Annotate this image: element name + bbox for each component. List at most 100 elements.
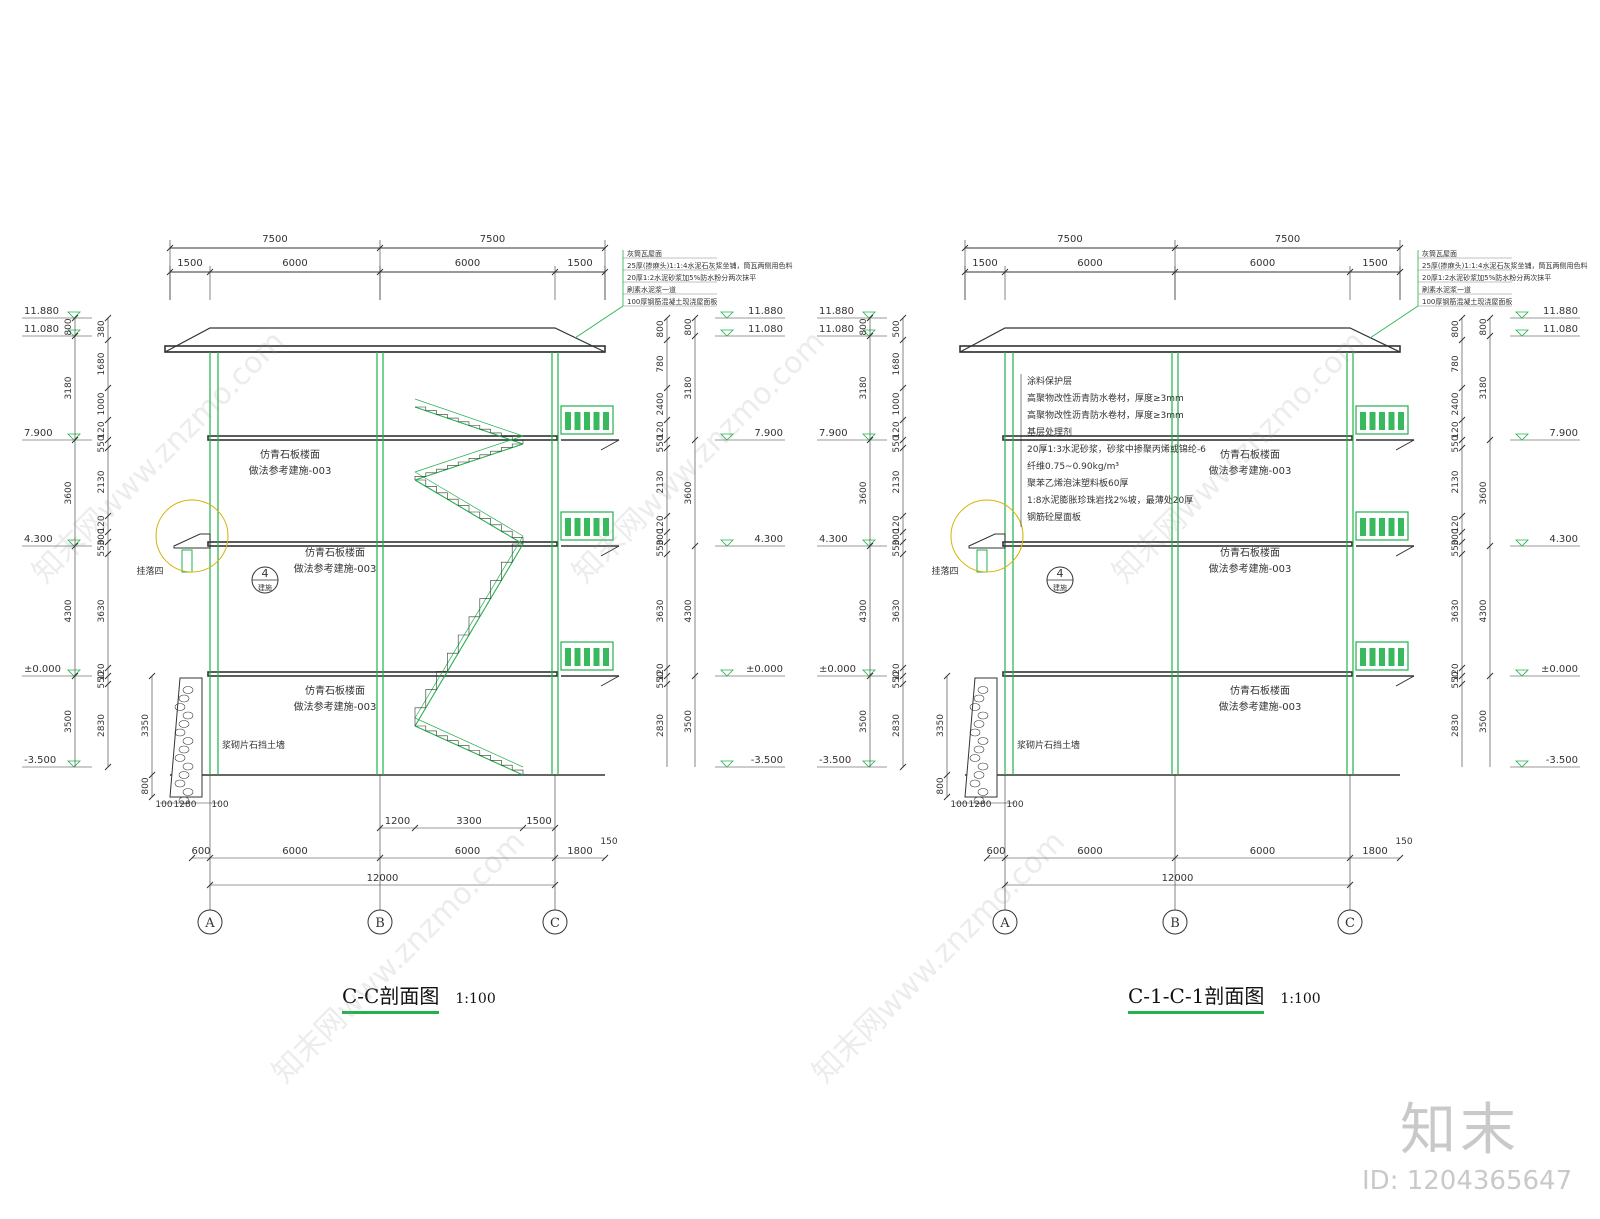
dim-text: 1800 xyxy=(1362,846,1387,857)
dim-tick xyxy=(943,793,951,801)
dim-text: 3350 xyxy=(936,714,946,737)
railing-baluster xyxy=(1379,412,1385,430)
roof-buildup-note: 1:8水泥膨胀珍珠岩找2%坡，最薄处20厚 xyxy=(1027,494,1193,506)
dim-text: 3630 xyxy=(1451,599,1461,622)
dim-tick xyxy=(899,664,907,672)
roof-note: 25厚(掺麻头)1:1:4水泥石灰浆坐铺，筒瓦两侧用色料 xyxy=(1422,261,1587,270)
dim-text: 120 xyxy=(656,421,666,438)
dim-tick xyxy=(411,824,419,832)
dim-text: 3600 xyxy=(1479,481,1489,504)
balcony-railing xyxy=(560,641,614,671)
dim-tick xyxy=(148,793,156,801)
elevation-marker xyxy=(862,329,876,337)
stair-step xyxy=(501,530,513,538)
stair-step xyxy=(469,750,481,756)
dim-text: 120 xyxy=(97,515,107,532)
elevation-label: 4.300 xyxy=(24,534,53,545)
dim-tick xyxy=(1458,664,1466,672)
section-scale: 1:100 xyxy=(1280,991,1321,1007)
dim-text: 7500 xyxy=(262,234,287,245)
elevation-label: -3.500 xyxy=(1546,755,1578,766)
dim-tick xyxy=(1486,436,1494,444)
railing-baluster xyxy=(1398,412,1404,430)
floor-ref: 做法参考建施-003 xyxy=(1209,464,1292,477)
stone-hatch xyxy=(178,720,190,728)
elevation-marker xyxy=(67,433,81,441)
stone-hatch xyxy=(977,788,989,796)
dim-tick xyxy=(691,672,699,680)
stair-step xyxy=(415,479,427,487)
stone-hatch xyxy=(973,745,985,754)
dim-text: 120 xyxy=(656,515,666,532)
stone-hatch xyxy=(969,779,981,788)
elevation-label: -3.500 xyxy=(819,755,851,766)
stair-step xyxy=(490,759,502,766)
elevation-label: 7.900 xyxy=(24,428,53,439)
stair-step xyxy=(511,443,523,448)
stair-step xyxy=(479,454,491,459)
elevation-marker xyxy=(1515,311,1529,319)
dim-tick xyxy=(899,384,907,392)
dim-text: 4300 xyxy=(64,599,74,622)
stair-handrail xyxy=(414,471,524,537)
stair-step xyxy=(479,428,491,433)
dim-text: 500 xyxy=(892,320,902,337)
dim-text: 7500 xyxy=(1057,234,1082,245)
dim-text: 2400 xyxy=(656,392,666,415)
stone-hatch xyxy=(182,788,194,796)
dim-tick xyxy=(1458,336,1466,344)
dim-text: 550 xyxy=(892,671,902,688)
axis-label: B xyxy=(375,916,385,931)
dim-text: 1500 xyxy=(972,258,997,269)
dim-text: 6000 xyxy=(1077,258,1102,269)
leader-line xyxy=(574,305,624,339)
dim-tick xyxy=(691,332,699,340)
floor-ref: 做法参考建施-003 xyxy=(1209,562,1292,575)
roof-buildup-note: 钢筋砼屋面板 xyxy=(1027,511,1081,523)
dim-text: 120 xyxy=(97,663,107,680)
roof-buildup-note: 聚苯乙烯泡沫塑料板60厚 xyxy=(1027,477,1128,489)
dim-text: 800 xyxy=(936,777,946,794)
floor-ref: 做法参考建施-003 xyxy=(249,464,332,477)
dim-text: 550 xyxy=(656,435,666,452)
elevation-label: 4.300 xyxy=(819,534,848,545)
leader-line xyxy=(1369,305,1419,339)
dim-text: 120 xyxy=(1451,515,1461,532)
dim-tick xyxy=(1458,384,1466,392)
floor-label: 仿青石板楼面 xyxy=(305,546,365,559)
roof-buildup-note: 高聚物改性沥青防水卷材，厚度≥3mm xyxy=(1027,409,1184,421)
balcony-bracket xyxy=(1395,545,1415,557)
stair-step xyxy=(425,486,437,493)
railing-baluster xyxy=(593,412,600,430)
stair-step xyxy=(458,421,470,426)
dim-text: 120 xyxy=(892,421,902,438)
stair-step xyxy=(501,447,513,452)
dim-tick xyxy=(943,672,951,680)
railing-baluster xyxy=(574,648,581,666)
dim-text: 150 xyxy=(1395,837,1412,847)
axis-bubble xyxy=(992,909,1018,935)
stair-step xyxy=(512,439,524,444)
dim-tick xyxy=(899,512,907,520)
elevation-label: ±0.000 xyxy=(819,664,856,675)
dim-text: 120 xyxy=(656,663,666,680)
dim-text: 550 xyxy=(97,539,107,556)
dim-text: 120 xyxy=(1451,421,1461,438)
floor-ref: 做法参考建施-003 xyxy=(1219,700,1302,713)
dim-text: 800 xyxy=(141,777,151,794)
railing-baluster xyxy=(1369,412,1376,430)
watermark-logo: 知末 xyxy=(1400,1098,1520,1163)
dim-text: 1680 xyxy=(97,352,107,375)
elevation-label: 7.900 xyxy=(819,428,848,439)
stone-hatch xyxy=(182,711,194,720)
dim-tick xyxy=(663,436,671,444)
dim-tick xyxy=(866,672,874,680)
dim-tick xyxy=(663,672,671,680)
dim-tick xyxy=(663,680,671,688)
roof-note: 100厚钢筋混凝土现浇屋面板 xyxy=(627,297,717,306)
dim-text: 2830 xyxy=(892,714,902,737)
railing-baluster xyxy=(1388,648,1395,666)
section-title: C-C剖面图 xyxy=(342,980,440,1014)
dim-text: 2830 xyxy=(656,714,666,737)
stair-step xyxy=(469,425,481,430)
